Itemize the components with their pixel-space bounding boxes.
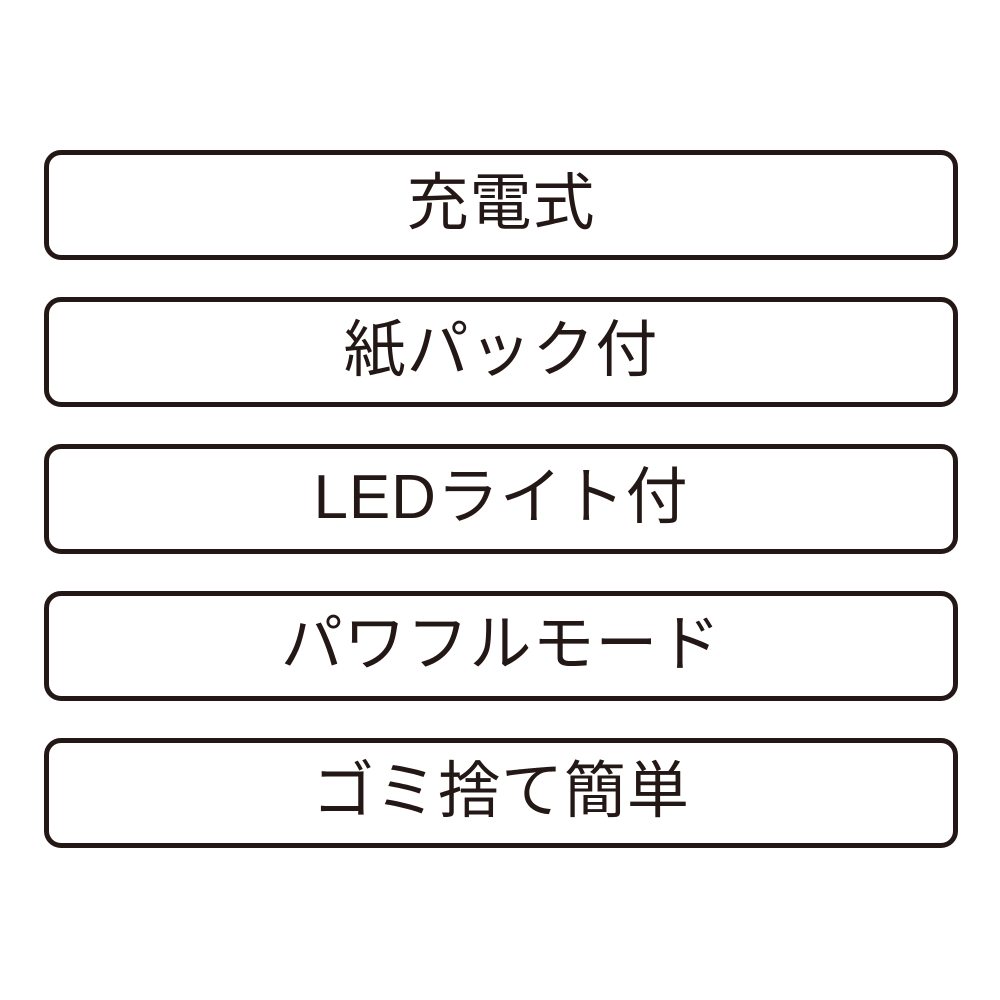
feature-badge-label: パワフルモード	[280, 610, 722, 679]
feature-badge-led-light-included[interactable]: LEDライト付	[44, 444, 958, 554]
feature-badge-rechargeable[interactable]: 充電式	[44, 150, 958, 260]
feature-badge-label: ゴミ捨て簡単	[312, 757, 690, 826]
feature-badge-powerful-mode[interactable]: パワフルモード	[44, 591, 958, 701]
feature-badge-label: 紙パック付	[343, 316, 659, 385]
feature-badge-label: 充電式	[406, 169, 596, 238]
feature-badge-label: LEDライト付	[313, 463, 689, 532]
feature-badge-paper-pack-included[interactable]: 紙パック付	[44, 297, 958, 407]
feature-badge-list: 充電式 紙パック付 LEDライト付 パワフルモード ゴミ捨て簡単	[44, 150, 958, 848]
feature-badge-easy-trash-disposal[interactable]: ゴミ捨て簡単	[44, 738, 958, 848]
